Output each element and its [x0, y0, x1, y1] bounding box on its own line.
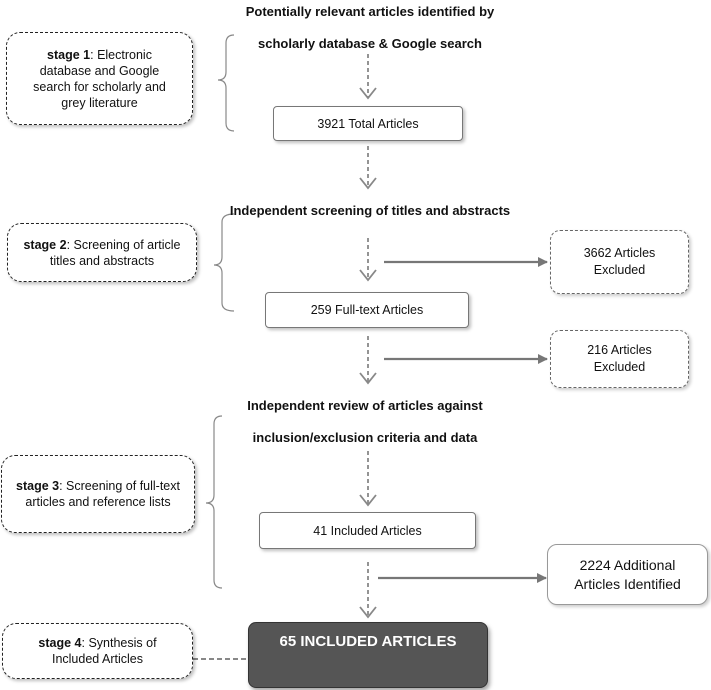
final-included-box: 65 INCLUDED ARTICLES — [248, 622, 488, 688]
down-arrow-2 — [359, 146, 377, 190]
stage1-text: : Electronic database and Google search … — [33, 47, 166, 110]
additional-label: Articles Identified — [574, 575, 681, 592]
stage3-bracket — [205, 415, 223, 589]
heading-stage1-line1: Potentially relevant articles identified… — [245, 4, 495, 19]
stage2-label: stage 2 — [23, 237, 67, 252]
additional-count: 2224 Additional — [579, 556, 676, 573]
stage3-label: stage 3 — [16, 479, 60, 493]
stage4-label: stage 4 — [38, 636, 82, 650]
stage2-bracket — [213, 213, 235, 312]
total-articles-box: 3921 Total Articles — [273, 106, 463, 141]
excluded-1-label: Excluded — [593, 263, 646, 277]
stage3-text: : Screening of full-text articles and re… — [25, 479, 180, 509]
heading-stage1-line2: scholarly database & Google search — [258, 36, 482, 51]
heading-stage3-line2: inclusion/exclusion criteria and data — [252, 430, 478, 445]
stage4-box: stage 4: Synthesis of Included Articles — [2, 623, 193, 679]
stage1-label: stage 1 — [47, 47, 91, 62]
fulltext-articles-box: 259 Full-text Articles — [265, 292, 469, 328]
included-articles-box: 41 Included Articles — [259, 512, 476, 549]
heading-stage3-line1: Independent review of articles against — [247, 398, 483, 413]
stage3-box: stage 3: Screening of full-text articles… — [1, 455, 195, 533]
excluded-1-count: 3662 Articles — [583, 246, 656, 260]
excluded-2-count: 216 Articles — [587, 343, 652, 357]
stage4-text: : Synthesis of Included Articles — [51, 636, 157, 666]
down-arrow-3 — [359, 238, 377, 282]
heading-stage2: Independent screening of titles and abst… — [229, 203, 511, 218]
down-arrow-5 — [359, 451, 377, 507]
excluded-2-label: Excluded — [593, 360, 646, 374]
stage2-box: stage 2: Screening of article titles and… — [7, 223, 197, 282]
down-arrow-1 — [359, 54, 377, 100]
down-arrow-4 — [359, 336, 377, 385]
stage2-text: : Screening of article titles and abstra… — [49, 237, 181, 268]
stage1-box: stage 1: Electronic database and Google … — [6, 32, 193, 125]
stage1-bracket — [217, 34, 235, 132]
down-arrow-6 — [359, 562, 377, 619]
